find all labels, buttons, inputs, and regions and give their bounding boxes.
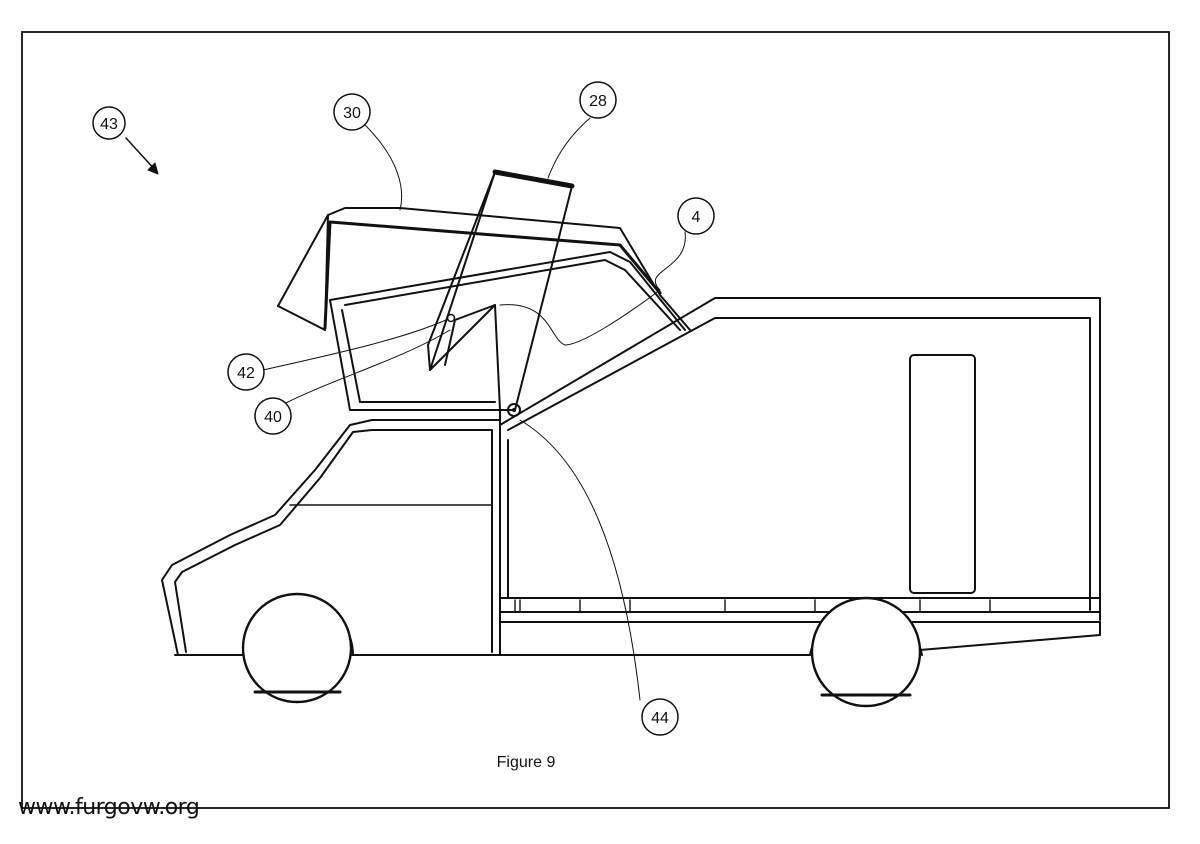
rear-wheel (809, 596, 923, 708)
hinge-pivot (507, 403, 521, 417)
callout-42-label: 42 (237, 365, 255, 382)
watermark: www.furgovw.org (18, 795, 200, 820)
cab (161, 419, 501, 656)
callout-42: 42 (227, 353, 265, 391)
callout-44: 44 (641, 698, 679, 736)
lift-panel (427, 169, 575, 411)
roof-shell (277, 207, 691, 331)
callout-4-label: 4 (692, 209, 701, 226)
callout-28-label: 28 (589, 93, 607, 110)
pivot-42 (446, 313, 456, 323)
callout-40-label: 40 (264, 409, 282, 426)
front-wheel (241, 592, 354, 704)
roof-support-frame (329, 299, 501, 426)
callout-43-label: 43 (100, 116, 118, 133)
callout-28: 28 (579, 81, 617, 119)
figure-border (21, 31, 1170, 809)
callout-43: 43 (92, 106, 126, 140)
callout-30: 30 (333, 93, 371, 131)
arrow-43 (125, 137, 159, 175)
floor-slats (514, 599, 991, 613)
callout-44-label: 44 (651, 710, 669, 727)
camper-box (499, 297, 1101, 656)
hinge-pin (512, 408, 516, 412)
side-door (909, 354, 976, 594)
callout-4: 4 (677, 197, 715, 235)
callout-40: 40 (254, 397, 292, 435)
figure-caption: Figure 9 (497, 754, 556, 771)
callout-30-label: 30 (343, 105, 361, 122)
leader-lines (262, 117, 686, 701)
